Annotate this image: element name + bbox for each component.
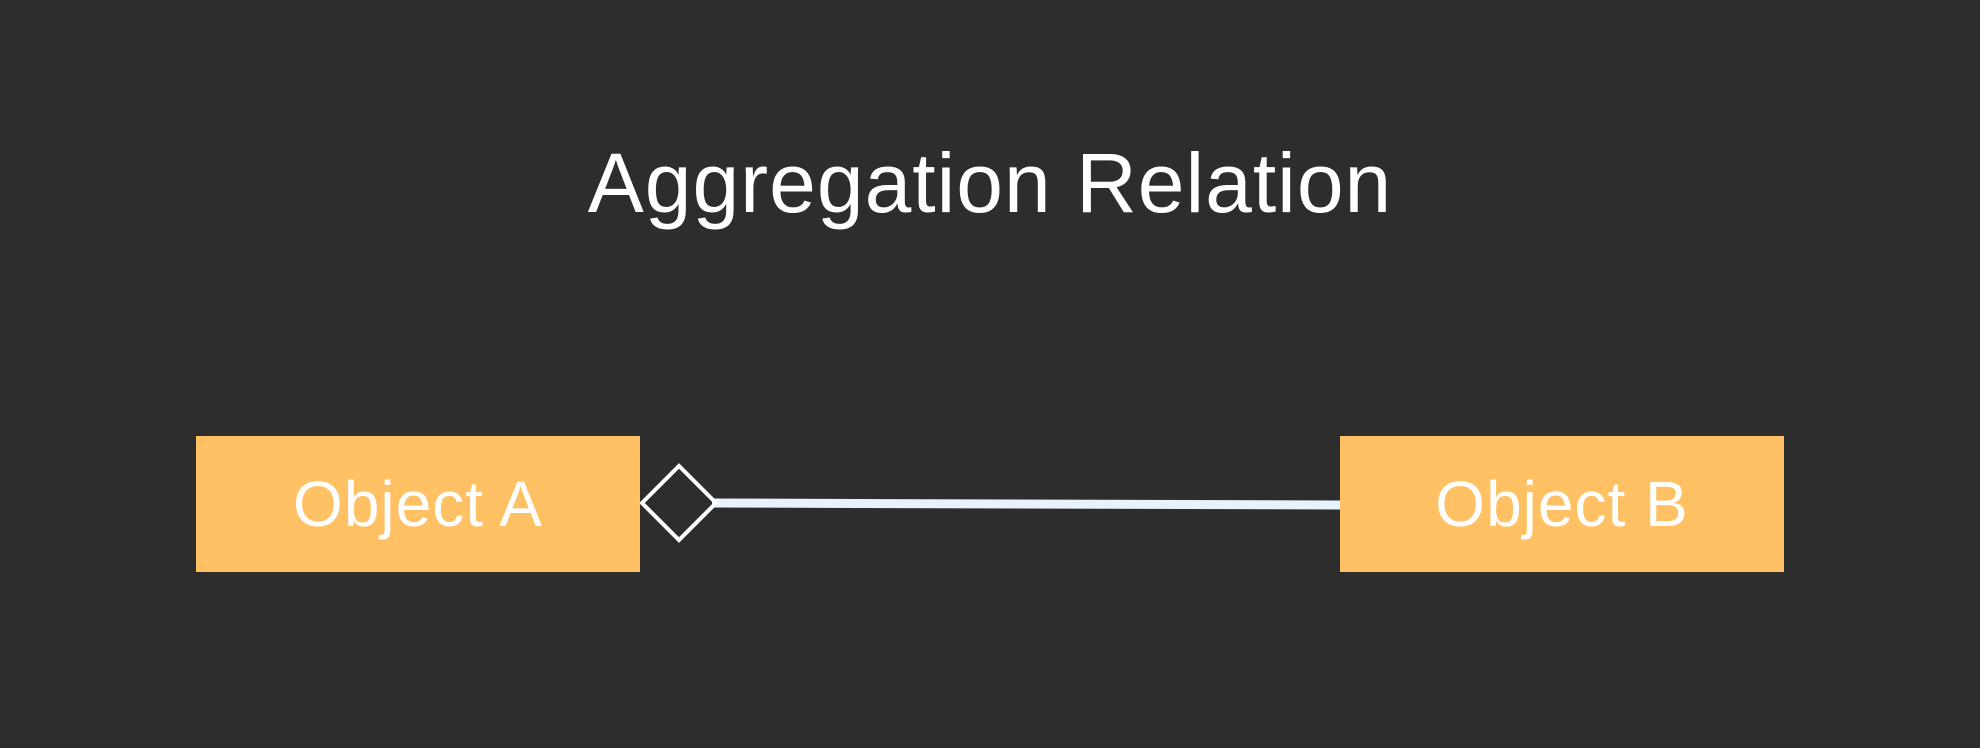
object-b-box: Object B — [1340, 436, 1784, 572]
connector-line — [711, 498, 1341, 510]
object-b-label: Object B — [1435, 468, 1689, 540]
aggregation-diamond-icon — [639, 463, 719, 543]
diagram-title: Aggregation Relation — [587, 136, 1393, 230]
object-a-box: Object A — [196, 436, 640, 572]
object-a-label: Object A — [293, 468, 543, 540]
